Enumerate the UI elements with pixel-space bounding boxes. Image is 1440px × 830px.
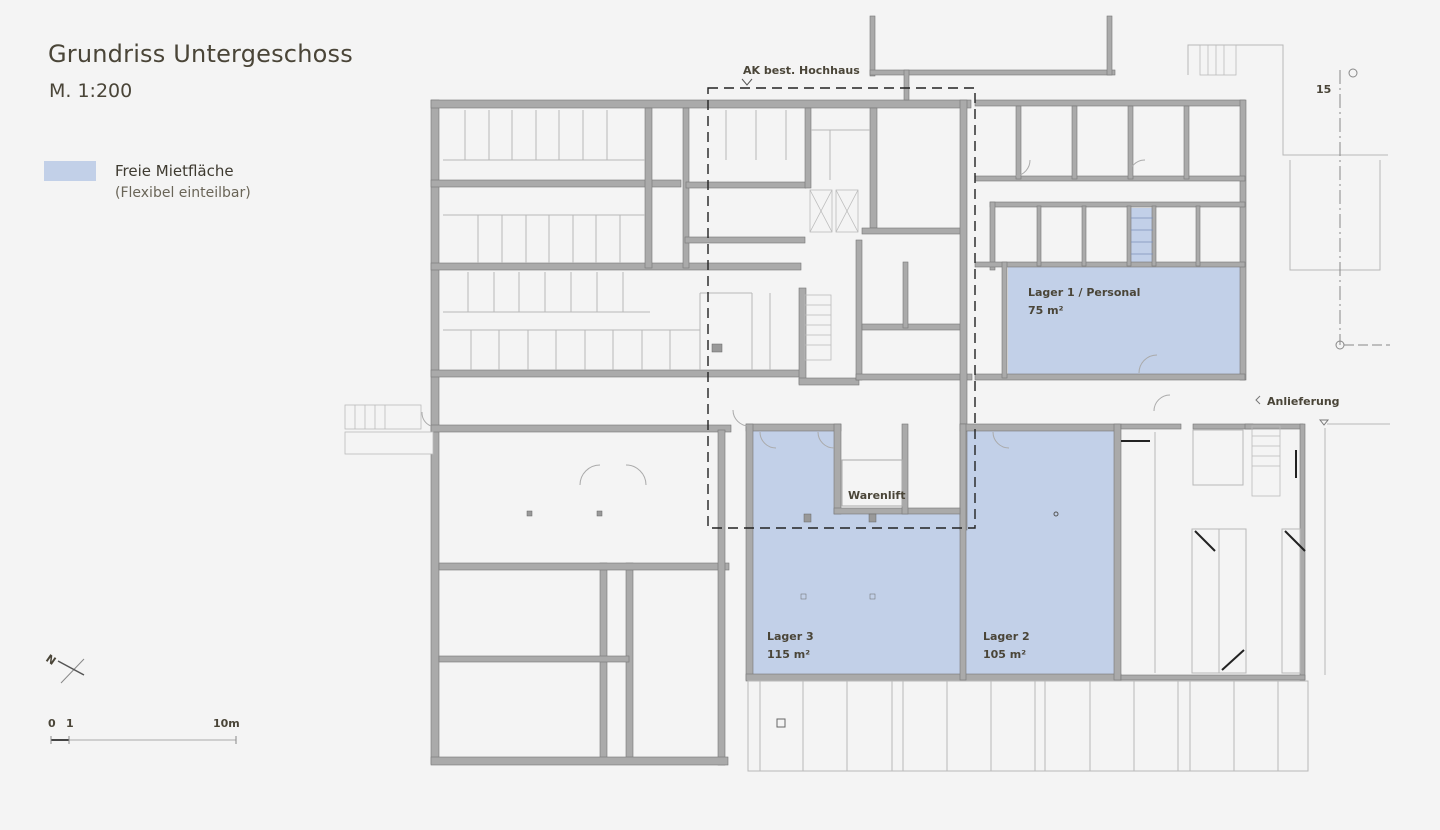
stair-rental <box>1131 208 1153 265</box>
scale-tick-10m: 10m <box>213 717 240 730</box>
drain-icon <box>1053 511 1059 517</box>
page-title: Grundriss Untergeschoss <box>48 40 353 68</box>
delivery-arrow-icon <box>1255 395 1261 405</box>
lift-label: Warenlift <box>848 489 905 502</box>
stairs <box>344 44 1281 497</box>
scale-tick-1: 1 <box>66 717 74 730</box>
annotation-existing-building: AK best. Hochhaus <box>743 64 860 77</box>
annotation-delivery: Anlieferung <box>1267 395 1340 408</box>
room-lager-2 <box>966 430 1116 676</box>
room-label-lager-1: Lager 1 / Personal <box>1028 286 1140 299</box>
existing-building-outline <box>707 70 1390 529</box>
room-lager-1 <box>1008 267 1240 374</box>
legend-sublabel: (Flexibel einteilbar) <box>115 185 251 201</box>
room-area-lager-2: 105 m² <box>983 648 1026 661</box>
doors <box>421 159 1171 486</box>
legend-label: Freie Mietfläche <box>115 162 234 180</box>
north-label: N <box>43 652 58 668</box>
room-area-lager-3: 115 m² <box>767 648 810 661</box>
walls <box>430 15 1306 766</box>
room-area-lager-1: 75 m² <box>1028 304 1064 317</box>
plot-number: 15 <box>1316 83 1331 96</box>
bicycle-icons <box>1121 440 1306 671</box>
scale-tick-0: 0 <box>48 717 56 730</box>
goods-lift <box>841 459 903 507</box>
parking-bays <box>443 44 1390 772</box>
scale-bar: 0 1 10m <box>48 717 240 744</box>
room-label-lager-2: Lager 2 <box>983 630 1030 643</box>
room-label-lager-3: Lager 3 <box>767 630 814 643</box>
accessible-parking-icon <box>776 718 786 728</box>
scale-ratio: M. 1:200 <box>49 80 133 102</box>
north-arrow-icon: N <box>43 652 85 684</box>
level-marker-icon <box>1318 419 1330 426</box>
columns <box>526 343 877 600</box>
rental-areas <box>752 208 1240 676</box>
legend-swatch-rental-area <box>44 161 96 181</box>
survey-point-icon <box>1348 68 1358 78</box>
